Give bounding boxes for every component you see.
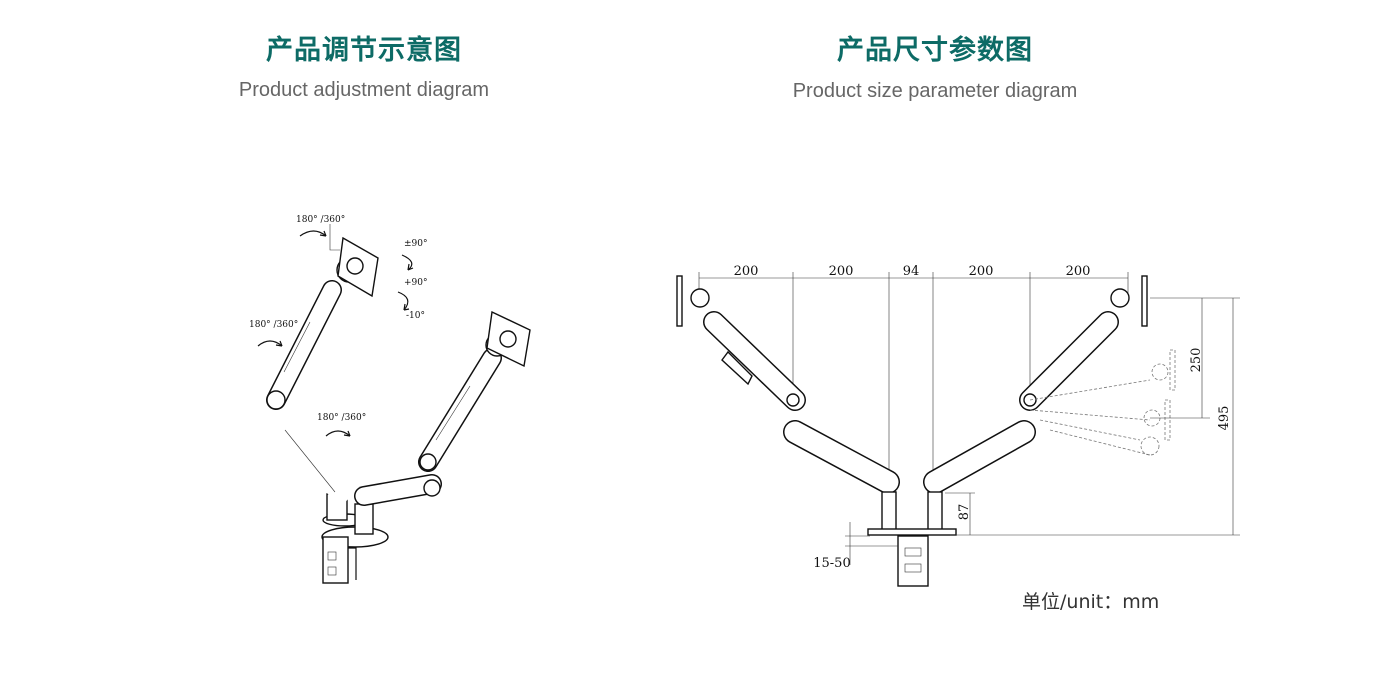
size-base: [867, 491, 957, 587]
size-drawing: 200 200 94 200 200: [676, 264, 1240, 587]
unit-label: 单位/unit：mm: [1022, 591, 1160, 613]
left-monitor-head: [336, 236, 379, 298]
left-lower-arm: [267, 405, 350, 504]
tilt-plus-label: +90°: [404, 278, 428, 288]
size-diagram-subtitle: Product size parameter diagram: [792, 80, 1078, 102]
adjustment-diagram-title: 产品调节示意图: [266, 35, 462, 66]
size-diagram-title: 产品尺寸参数图: [837, 35, 1033, 66]
dim-vertical-travel: 250: [1189, 348, 1204, 373]
right-lower-arm: [354, 474, 442, 506]
dim-seg4: 200: [969, 264, 994, 279]
right-upper-arm: [418, 348, 502, 472]
dim-seg5: 200: [1066, 264, 1091, 279]
dim-seg2: 200: [829, 264, 854, 279]
dim-pole-height: 87: [957, 504, 972, 521]
rotation-arrows: [257, 224, 414, 437]
dim-total-height: 495: [1217, 406, 1232, 431]
tilt-minus-label: -10°: [406, 311, 425, 321]
top-rotation-label: 180° /360°: [296, 215, 345, 225]
right-monitor-head: [485, 310, 531, 368]
dim-seg1: 200: [734, 264, 759, 279]
size-left-arm: [676, 275, 900, 494]
adjustment-diagram-subtitle: Product adjustment diagram: [238, 79, 490, 101]
right-pole: [354, 503, 374, 535]
ghost-positions: [1029, 349, 1176, 456]
mid-rotation-label: 180° /360°: [249, 320, 298, 330]
left-upper-arm: [266, 280, 342, 410]
dim-center: 94: [903, 264, 920, 279]
size-right-arm: [923, 275, 1148, 494]
adjustment-drawing: 180° /360° ±90° +90° -10° 180° /360° 180…: [249, 215, 531, 584]
tilt-up-label: ±90°: [404, 239, 428, 249]
dim-desk-thickness: 15-50: [813, 556, 850, 571]
base-rotation-label: 180° /360°: [317, 413, 366, 423]
